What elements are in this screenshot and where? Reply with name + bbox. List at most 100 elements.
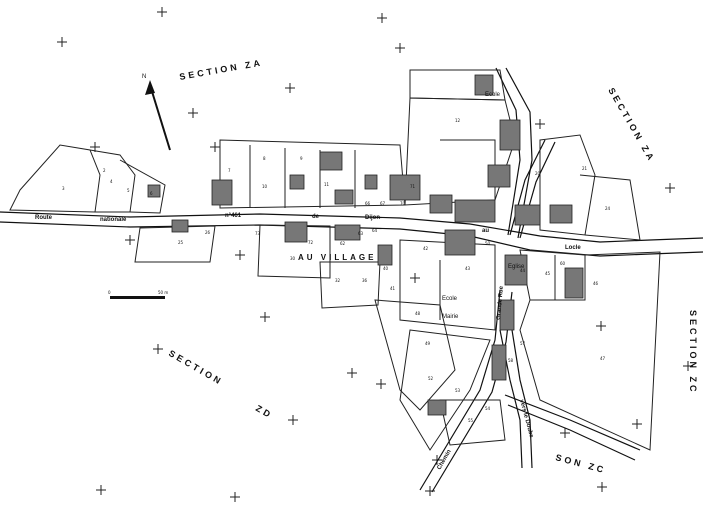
- building: [427, 399, 447, 416]
- registration-cross: [410, 273, 420, 283]
- section-zc-label: SECTION ZC: [688, 310, 698, 395]
- building: [211, 179, 233, 206]
- parcel-number: 60: [560, 261, 566, 266]
- building: [389, 174, 421, 201]
- parcel-number: 2: [103, 168, 106, 173]
- north-label: N: [142, 74, 146, 80]
- parcel-number: 42: [423, 246, 429, 251]
- registration-cross: [596, 321, 606, 331]
- parcel-number: 72: [308, 240, 314, 245]
- parcel-number: 3: [62, 186, 65, 191]
- parcel-number: 21: [582, 166, 588, 171]
- registration-cross: [96, 485, 106, 495]
- building: [504, 254, 528, 286]
- place-ecole-top: Ecole: [485, 92, 501, 98]
- parcel-number: 32: [335, 278, 341, 283]
- parcel-number: 63: [358, 231, 364, 236]
- place-ecole: Ecole: [442, 296, 458, 302]
- road-de: de: [312, 214, 320, 220]
- scale-bar: 0 50 m: [108, 290, 168, 299]
- building: [284, 221, 308, 243]
- registration-cross: [535, 119, 545, 129]
- registration-cross: [125, 235, 135, 245]
- place-eglise: Eglise: [508, 264, 525, 270]
- parcel-number: 11: [324, 182, 330, 187]
- parcel-number: 54: [485, 406, 491, 411]
- parcel-number: 5: [127, 188, 130, 193]
- parcel-number: 24: [605, 206, 611, 211]
- parcel-number: 71: [410, 184, 416, 189]
- parcel-number: 55: [468, 418, 474, 423]
- registration-cross: [153, 344, 163, 354]
- street-grande-rue: Grande Rue: [496, 285, 505, 320]
- road-route: Route: [35, 215, 53, 221]
- section-za-label: SECTION ZA: [179, 57, 264, 82]
- parcel-number: 48: [415, 311, 421, 316]
- registration-cross: [395, 43, 405, 53]
- parcel-number: 50: [485, 241, 491, 246]
- parcel-number: 8: [263, 156, 266, 161]
- parcel-number: 26: [205, 230, 211, 235]
- parcel-number: 45: [545, 271, 551, 276]
- building: [377, 244, 393, 266]
- parcel-number: 20: [535, 171, 541, 176]
- au-village-label: AU VILLAGE: [298, 253, 376, 262]
- scale-end: 50 m: [158, 290, 168, 295]
- section-zd-label: SECTION: [167, 348, 225, 387]
- parcel-number: 4: [110, 179, 113, 184]
- registration-cross: [57, 37, 67, 47]
- registration-cross: [683, 361, 693, 371]
- building: [364, 174, 378, 190]
- parcel-number: 9: [300, 156, 303, 161]
- parcel-number: 12: [455, 118, 461, 123]
- registration-cross: [235, 250, 245, 260]
- registration-cross: [425, 486, 435, 496]
- building: [319, 151, 343, 171]
- building: [429, 194, 453, 214]
- parcel-number: 30: [290, 256, 296, 261]
- registration-cross: [376, 379, 386, 389]
- registration-cross: [632, 419, 642, 429]
- parcel-number: 66: [365, 201, 371, 206]
- parcel-number: 43: [465, 266, 471, 271]
- building: [444, 229, 476, 256]
- registration-cross: [347, 368, 357, 378]
- building: [474, 74, 494, 96]
- registration-cross: [597, 482, 607, 492]
- registration-cross: [260, 312, 270, 322]
- parcel-number: 44: [520, 268, 526, 273]
- registration-cross: [210, 142, 220, 152]
- parcel-number: 62: [340, 241, 346, 246]
- building: [499, 119, 521, 151]
- building: [454, 199, 496, 223]
- registration-cross: [288, 415, 298, 425]
- parcel-number: 25: [178, 240, 184, 245]
- road-au: au: [482, 228, 489, 234]
- building: [334, 189, 354, 205]
- parcel-number: 52: [428, 376, 434, 381]
- building: [549, 204, 573, 224]
- parcel-number: 57: [520, 341, 526, 346]
- building: [491, 344, 507, 381]
- parcel-number: 10: [262, 184, 268, 189]
- parcel-number: 73: [255, 231, 261, 236]
- registration-cross: [188, 108, 198, 118]
- registration-cross: [230, 492, 240, 502]
- parcel-number: 40: [383, 266, 389, 271]
- parcel-number: 7: [228, 168, 231, 173]
- building: [171, 219, 189, 233]
- parcel-number: 70: [400, 201, 406, 206]
- registration-cross: [665, 183, 675, 193]
- road-nationale: nationale: [100, 217, 127, 223]
- parcel-number: 58: [508, 358, 514, 363]
- scale-start: 0: [108, 290, 111, 295]
- parcel-number: 41: [390, 286, 396, 291]
- building: [487, 164, 511, 188]
- parcel-number: 64: [372, 228, 378, 233]
- road-number: n°461: [225, 213, 242, 219]
- section-zd-code: ZD: [254, 403, 275, 421]
- parcel-number: 47: [600, 356, 606, 361]
- building: [289, 174, 305, 190]
